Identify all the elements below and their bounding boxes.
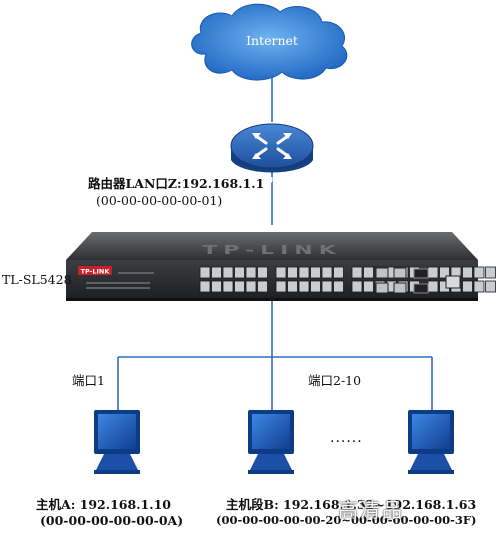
host-a-computer-icon — [94, 410, 140, 474]
switch-front-panel — [66, 260, 478, 300]
router-label: ROUTER — [255, 176, 289, 185]
host-b1-computer-icon — [248, 410, 294, 474]
ethernet-port — [363, 280, 374, 293]
ethernet-port — [287, 266, 298, 279]
switch-device: TP-LINK TP-LINK — [66, 232, 496, 301]
ethernet-port — [199, 266, 211, 279]
ethernet-port — [257, 280, 268, 293]
host-b-label: 主机段B: 192.168.1.32~192.168.1.63 — [226, 497, 477, 512]
ethernet-port — [298, 266, 310, 279]
internet-label: Internet — [246, 33, 298, 48]
ethernet-port — [275, 266, 287, 279]
hosts-ellipsis: ...... — [330, 430, 363, 446]
ethernet-port — [333, 266, 344, 279]
host-a-label: 主机A: 192.168.1.10 — [36, 497, 171, 512]
ethernet-port — [485, 280, 496, 293]
ethernet-port — [333, 280, 344, 293]
ethernet-port — [462, 280, 473, 293]
connection-lines — [117, 70, 433, 410]
ethernet-port — [222, 266, 234, 279]
ethernet-port — [321, 266, 333, 279]
uplink-ports — [375, 267, 461, 294]
switch-model-label: TL-SL5428 — [2, 272, 72, 287]
cloud-shape — [191, 3, 348, 81]
ethernet-port — [287, 280, 298, 293]
ethernet-port — [211, 266, 222, 279]
ethernet-port — [211, 280, 222, 293]
ethernet-port — [310, 266, 321, 279]
ethernet-port — [363, 266, 374, 279]
ethernet-port — [485, 266, 496, 279]
router-lan-label: 路由器LAN口Z:192.168.1.1 — [88, 176, 265, 191]
ethernet-port — [427, 266, 439, 279]
ethernet-port — [462, 266, 473, 279]
switch-top-logo: TP-LINK — [202, 244, 342, 258]
host-a-mac: (00-00-00-00-00-0A) — [40, 513, 184, 528]
ethernet-port — [473, 266, 485, 279]
router-icon: ROUTER — [230, 123, 314, 185]
port1-label: 端口1 — [72, 373, 105, 388]
watermark-text: 高清品 — [338, 498, 404, 522]
ethernet-port — [234, 280, 245, 293]
internet-cloud: Internet — [191, 3, 348, 81]
ethernet-port — [199, 280, 211, 293]
ethernet-port — [275, 280, 287, 293]
ethernet-port — [298, 280, 310, 293]
ethernet-port — [439, 266, 450, 279]
ethernet-port — [351, 266, 363, 279]
host-b-mac: (00-00-00-00-00-20~00-00-00-00-00-3F) — [216, 513, 477, 527]
ethernet-port — [351, 280, 363, 293]
ethernet-port — [222, 280, 234, 293]
ethernet-port — [310, 280, 321, 293]
ethernet-port — [234, 266, 245, 279]
ethernet-port — [321, 280, 333, 293]
ethernet-port — [427, 280, 439, 293]
port-range-label: 端口2-10 — [308, 373, 362, 388]
switch-top-face — [66, 232, 478, 260]
ethernet-port — [473, 280, 485, 293]
ethernet-port — [245, 280, 257, 293]
ethernet-port — [257, 266, 268, 279]
router-lan-mac: (00-00-00-00-00-01) — [96, 193, 223, 208]
switch-front-logo: TP-LINK — [81, 268, 111, 276]
host-b2-computer-icon — [408, 410, 454, 474]
ethernet-port — [245, 266, 257, 279]
